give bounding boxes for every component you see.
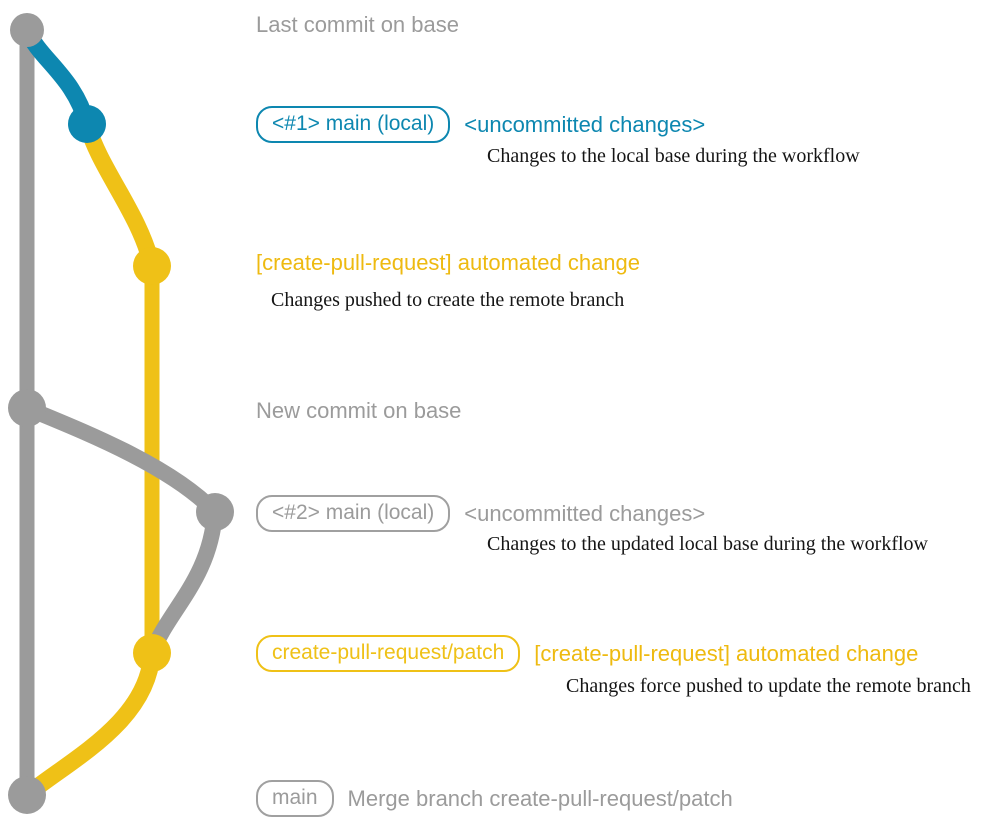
row-note-local-2: Changes to the updated local base during… [0, 533, 981, 556]
commit-node-automated-1[interactable] [133, 247, 171, 285]
commit-subject-automated-2: [create-pull-request] automated change [534, 640, 919, 666]
row-last-commit-on-base: Last commit on base [0, 12, 981, 38]
row-local-1: <#1> main (local) <uncommitted changes> [0, 106, 981, 143]
row-new-commit-on-base: New commit on base [0, 398, 981, 424]
edge-automated2-to-merge [18, 644, 161, 804]
edge-newbase-to-local2 [19, 400, 223, 520]
ref-badge-main-local-2[interactable]: <#2> main (local) [256, 495, 451, 532]
commit-subject-new-base: New commit on base [256, 398, 462, 423]
commit-node-local-2[interactable] [196, 493, 234, 531]
commit-note-automated-2: Changes force pushed to update the remot… [566, 675, 971, 697]
commit-note-automated-1: Changes pushed to create the remote bran… [271, 289, 625, 311]
commit-subject-local-1: <uncommitted changes> [464, 111, 706, 137]
row-automated-2: create-pull-request/patch [create-pull-r… [0, 635, 981, 672]
row-automated-1: [create-pull-request] automated change [0, 252, 981, 274]
row-local-2: <#2> main (local) <uncommitted changes> [0, 495, 981, 532]
row-note-local-1: Changes to the local base during the wor… [0, 145, 981, 168]
commit-subject-merge: Merge branch create-pull-request/patch [347, 785, 733, 811]
commit-subject-local-2: <uncommitted changes> [464, 500, 706, 526]
ref-badge-main[interactable]: main [256, 780, 334, 817]
commit-node-merge[interactable] [8, 776, 46, 814]
commit-node-automated-2[interactable] [133, 634, 171, 672]
commit-node-new-base[interactable] [8, 389, 46, 427]
commit-note-local-1: Changes to the local base during the wor… [487, 145, 860, 167]
row-note-automated-1: Changes pushed to create the remote bran… [0, 289, 981, 312]
commit-subject-automated-1: [create-pull-request] automated change [256, 250, 641, 275]
ref-badge-create-pull-request-patch[interactable]: create-pull-request/patch [256, 635, 521, 672]
row-note-automated-2: Changes force pushed to update the remot… [0, 675, 981, 698]
commit-subject-last-base: Last commit on base [256, 12, 459, 37]
row-merge: main Merge branch create-pull-request/pa… [0, 780, 981, 817]
ref-badge-main-local-1[interactable]: <#1> main (local) [256, 106, 451, 143]
commit-note-local-2: Changes to the updated local base during… [487, 533, 928, 555]
commit-node-last-base[interactable] [10, 13, 44, 47]
commit-node-local-1[interactable] [68, 105, 106, 143]
